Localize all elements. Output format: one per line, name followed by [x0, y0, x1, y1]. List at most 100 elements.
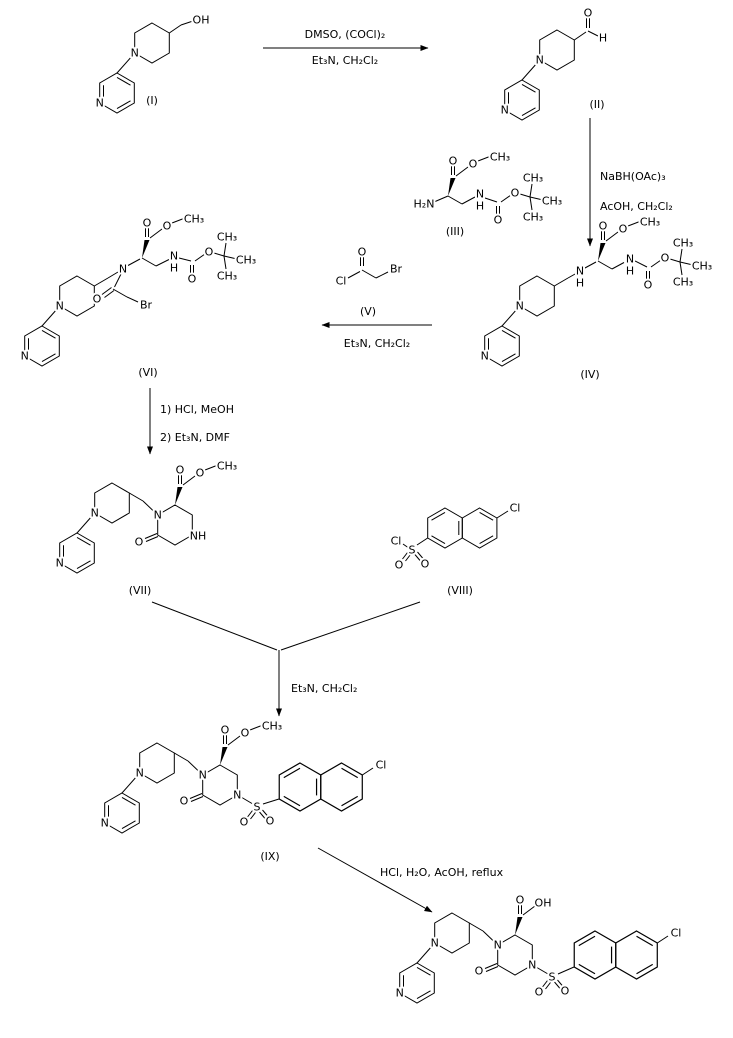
step-3-reagents: Et₃N, CH₂Cl₂ — [344, 337, 410, 350]
naphthalene-rings — [427, 507, 498, 549]
atom-label-N: N — [494, 939, 502, 952]
pyridyl-piperidine-rings — [105, 743, 175, 833]
compound-I: N N OH (I) — [94, 12, 211, 114]
compound-III-caption: (III) — [446, 225, 464, 238]
atom-label-S: S — [549, 971, 556, 984]
step-2-arrow: NaBH(OAc)₃ AcOH, CH₂Cl₂ — [587, 118, 673, 247]
compound-V: Cl O Br (V) — [334, 244, 405, 319]
pyridyl-piperidine-rings — [25, 276, 95, 366]
compound-IX-bonds — [105, 724, 374, 833]
final-product: N N N N O O OH S O O Cl — [394, 892, 683, 1004]
atom-label-OH: OH — [193, 14, 210, 27]
atom-label-CH3: CH₃ — [692, 260, 712, 273]
step-6-reagents: HCl, H₂O, AcOH, reflux — [380, 866, 504, 879]
atom-label-O: O — [511, 187, 520, 200]
atom-label-CH3: CH₃ — [523, 211, 543, 224]
atom-label-N: N — [21, 350, 29, 363]
step-5-arrow: Et₃N, CH₂Cl₂ — [151, 601, 421, 717]
atom-label-N: N — [96, 97, 104, 110]
pyridyl-piperidine-rings — [60, 483, 130, 573]
atom-label-O: O — [584, 7, 593, 20]
atom-label-N: N — [576, 265, 584, 278]
atom-label-N: N — [136, 767, 144, 780]
atom-label-CH3: CH₃ — [542, 195, 562, 208]
atom-label-Br: Br — [390, 263, 403, 276]
compound-III-bonds — [433, 155, 544, 217]
compound-VII-bonds — [60, 464, 219, 573]
pyridyl-piperidine-rings — [505, 30, 575, 120]
atom-label-O: O — [421, 558, 430, 571]
compound-II: N N O H (II) — [499, 5, 609, 121]
atom-label-O: O — [475, 965, 484, 978]
step-4-arrow: 1) HCl, MeOH 2) Et₃N, DMF — [147, 388, 234, 455]
atom-label-CH3: CH₃ — [217, 270, 237, 283]
compound-IX: N N N N O O O CH₃ S O O Cl (IX) — [99, 718, 389, 864]
atom-label-O: O — [93, 293, 102, 306]
atom-label-N: N — [626, 253, 634, 266]
atom-label-S: S — [409, 544, 416, 557]
atom-label-O: O — [196, 467, 205, 480]
atom-label-Cl: Cl — [376, 759, 387, 772]
convergence-line-left — [151, 601, 278, 651]
atom-label-H: H — [626, 265, 634, 278]
atom-label-N: N — [396, 987, 404, 1000]
atom-label-N: N — [119, 263, 127, 276]
compound-VI-bonds — [25, 217, 238, 366]
atom-label-N: N — [528, 959, 536, 972]
piperazinone-ring — [157, 504, 193, 546]
step-1-reagents-top: DMSO, (COCl)₂ — [305, 28, 386, 41]
step-2-reagents-line2: AcOH, CH₂Cl₂ — [600, 200, 673, 213]
atom-label-O: O — [561, 985, 570, 998]
compound-II-bonds — [505, 18, 599, 120]
reaction-arrow — [317, 847, 433, 913]
atom-label-CH3: CH₃ — [236, 254, 256, 267]
step-4-reagents-line2: 2) Et₃N, DMF — [160, 431, 230, 444]
atom-label-CH3: CH₃ — [184, 213, 204, 226]
compound-VIII: S Cl O O Cl (VIII) — [389, 500, 523, 598]
atom-label-O: O — [163, 220, 172, 233]
atom-label-N: N — [431, 937, 439, 950]
atom-label-O: O — [358, 246, 367, 259]
step-3-arrow: Et₃N, CH₂Cl₂ — [321, 322, 432, 350]
compound-I-caption: (I) — [146, 94, 158, 107]
step-2-reagents-line1: NaBH(OAc)₃ — [600, 170, 666, 183]
compound-VI: N N N O Br O O CH₃ N H O O CH₃ CH₃ CH₃ (… — [19, 211, 259, 380]
atom-label-CH3: CH₃ — [490, 151, 510, 164]
atom-label-NH: NH — [190, 530, 207, 543]
pyridyl-piperidine-rings — [485, 276, 555, 366]
atom-label-O: O — [395, 559, 404, 572]
compound-VII: N N N NH O O O CH₃ (VII) — [54, 458, 240, 598]
convergence-line-right — [280, 601, 421, 651]
atom-label-N: N — [56, 557, 64, 570]
atom-label-N: N — [154, 509, 162, 522]
atom-label-O: O — [241, 727, 250, 740]
compound-VIII-caption: (VIII) — [447, 584, 473, 597]
atom-label-O: O — [176, 464, 185, 477]
compound-IV-caption: (IV) — [580, 368, 599, 381]
atom-label-O: O — [449, 155, 458, 168]
atom-label-Cl: Cl — [671, 927, 682, 940]
atom-label-O: O — [469, 158, 478, 171]
atom-label-N: N — [481, 350, 489, 363]
atom-label-O: O — [266, 815, 275, 828]
atom-label-O: O — [221, 724, 230, 737]
compound-IV: N N N H O O CH₃ N H O O CH₃ CH₃ CH₃ (IV) — [479, 214, 715, 382]
atom-label-Cl: Cl — [336, 275, 347, 288]
atom-label-CH3: CH₃ — [262, 720, 282, 733]
naphthalene-rings — [573, 930, 658, 980]
atom-label-O: O — [494, 214, 503, 227]
atom-label-H: H — [576, 277, 584, 290]
atom-label-CH3: CH₃ — [217, 460, 237, 473]
atom-label-Cl: Cl — [391, 535, 402, 548]
atom-label-N: N — [170, 250, 178, 263]
compound-VI-caption: (VI) — [138, 366, 157, 379]
compound-IX-caption: (IX) — [260, 850, 279, 863]
atom-label-N: N — [131, 47, 139, 60]
compound-VIII-bonds — [402, 507, 509, 562]
atom-label-N: N — [101, 817, 109, 830]
atom-label-N: N — [536, 54, 544, 67]
atom-label-O: O — [644, 279, 653, 292]
atom-label-Cl: Cl — [510, 502, 521, 515]
atom-label-N: N — [501, 104, 509, 117]
atom-label-H: H — [599, 32, 607, 45]
